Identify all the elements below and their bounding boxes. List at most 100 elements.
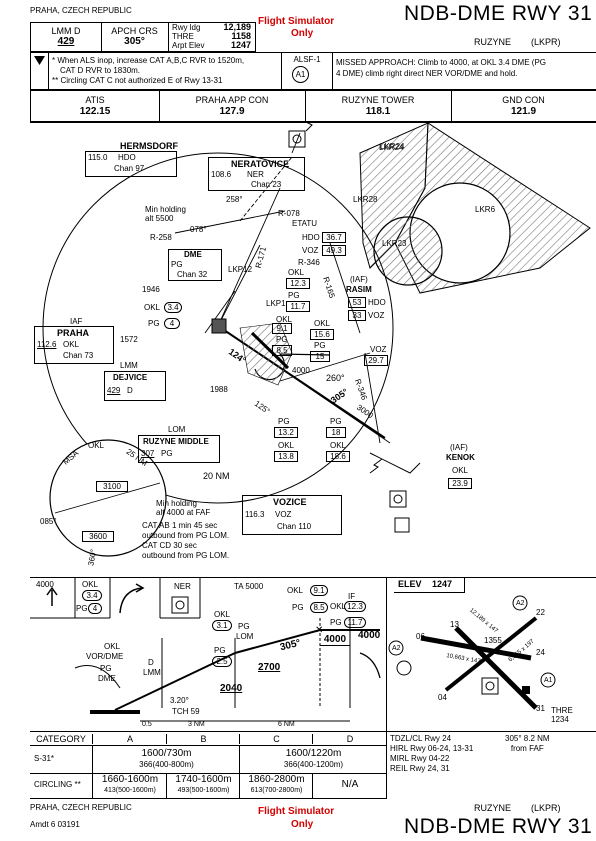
profile-okl-3-1: 3.1 [212,620,232,631]
dejvice-name: DEJVICE [113,373,148,382]
minimums-circling-row: CIRCLING ** 1660-1600m 413(500-1600m) 17… [30,773,386,798]
restricted-lkr6-label: LKR6 [475,205,496,214]
okl-label-d: OKL [314,319,331,328]
runway-24-label: 24 [536,648,545,657]
lighting-note-2: HIRL Rwy 06-24, 13-31 [390,744,474,753]
profile-pg-4: 4 [88,603,102,614]
circling-label: CIRCLING ** [34,780,81,789]
pg-18: 18 [326,427,346,438]
circling-b-main: 1740-1600m [175,774,232,785]
circling-c-sub: 613(700-2800m) [250,787,303,794]
circling-d-cell: N/A [312,773,387,798]
min-holding-1: Min holding alt 5500 [145,205,186,223]
vozice-id: VOZ [275,510,292,519]
frequency-strip: ATIS 122.15 PRAHA APP CON 127.9 RUZYNE T… [30,90,596,122]
notes-text: * When ALS inop, increase CAT A,B,C RVR … [52,56,302,86]
neratovice-chan: Chan 23 [251,180,282,189]
alsf-label: ALSF-1 [293,55,321,64]
vozice-chan: Chan 110 [277,522,312,531]
profile-ner-label: NER [174,582,191,591]
alsf-cell: ALSF-1 A1 [281,53,333,89]
radial-258: R-258 [150,233,172,242]
holding-timing-ab2: outbound from PG LOM. [142,531,230,540]
okl-3-4-plan: 3.4 [164,302,182,313]
okl-label-b: OKL [144,303,161,312]
okl-18-6: 18.6 [326,451,350,462]
header-cat-d: D [312,734,387,744]
s31-cd-sub: 366(400-1200m) [283,760,344,769]
apch-crs-value: 305° [124,36,145,47]
note-line-1: * When ALS inop, increase CAT A,B,C RVR … [52,56,245,65]
rasim-voz-dist: 33 [348,310,366,321]
runway-13-label: 13 [450,620,459,629]
lighting-note-1: TDZL/CL Rwy 24 [390,734,452,743]
runway-06-label: 06 [416,632,425,641]
header-cat-b: B [166,734,240,744]
pg-8-5-plan: 8.5 [272,345,292,356]
freq-atis-value: 122.15 [79,106,111,117]
neratovice-id: NER [247,170,264,179]
min-holding-2-line2: alt 4000 at FAF [156,508,211,517]
dejvice-freq: 429 [107,386,121,395]
s31-ab-cell: 1600/730m 366(400-800m) [92,745,240,773]
airport-elev-1355: 1355 [484,636,502,645]
msa-sector-3600: 3600 [82,531,114,542]
approach-light-a2-left: A2 [392,645,401,652]
header-location: PRAHA, CZECH REPUBLIC [30,6,132,15]
etatu-voz-dist: 49.3 [322,245,346,256]
plan-view-map: LKR24 [42,123,591,557]
neratovice-name: NERATOVICE [231,159,290,169]
iaf-kenok-label: (IAF) [450,443,468,452]
rasim-hdo-dist: 53 [348,297,366,308]
lmm-freq-value: 429 [57,36,75,47]
profile-dme-label: DME [98,674,116,683]
notes-strip: * When ALS inop, increase CAT A,B,C RVR … [30,52,596,90]
profile-okl-vor-label: OKL [104,642,121,651]
rasim-hdo-label: HDO [368,298,386,307]
circling-a-main: 1660-1600m [101,774,159,785]
lighting-note-4: REIL Rwy 24, 31 [390,764,450,773]
navaid-symbols [288,130,410,533]
min-holding-1-line1: Min holding [145,205,186,214]
okl-12-3-a: 12.3 [286,278,310,289]
sim-notice-line1: Flight Simulator [258,16,335,27]
lighting-notes: TDZL/CL Rwy 24 HIRL Rwy 06-24, 13-31 MIR… [390,734,473,774]
s31-cd-main: 1600/1220m [285,748,342,759]
okl-15-6: 15.6 [310,329,334,340]
freq-gnd-label: GND CON [502,95,545,105]
profile-alt-4000-fix: 4000 [358,630,381,641]
rwy-ldg-label: Rwy ldg [172,23,201,32]
restricted-areas: LKR24 [359,123,591,294]
approach-light-a1: A1 [544,677,553,684]
profile-alt-4000-if: 4000 [320,634,350,646]
freq-app: PRAHA APP CON 127.9 [159,91,306,121]
profile-pg-lom-label: PG [238,622,250,631]
s31-ab-sub: 366(400-800m) [139,760,194,769]
profile-view: ✕ 4000 OKL 3.4 PG 4 NER TA 5000 OKL 9.1 … [30,578,387,732]
heading-258: 258° [226,195,243,204]
vozice-box: VOZICE 116.3 VOZ Chan 110 [242,495,342,535]
profile-dist-3nm: 3 NM [188,721,205,728]
hermsdorf-chan: Chan 97 [114,164,145,173]
thre-value: 1158 [231,31,251,41]
svg-text:✕: ✕ [315,625,323,636]
praha-chan: Chan 73 [63,351,94,360]
profile-pg-8-5: 8.5 [310,602,328,613]
circling-b-sub: 493(500-1600m) [177,787,230,794]
vozice-freq: 116.3 [245,510,265,519]
etatu-hdo-dist: 36.7 [322,232,346,243]
profile-lmm-label: LMM [143,668,161,677]
pg-label-f: PG [330,417,342,426]
runway-22-label: 22 [536,608,545,617]
kenok-okl-label: OKL [452,466,469,475]
dme-box-title: DME [184,250,202,259]
header-cat-c: C [239,734,313,744]
profile-if-label: IF [348,592,356,601]
iaf-praha-label: IAF [70,317,83,326]
elevation-1946: 1946 [142,285,160,294]
praha-freq: 112.6 [37,340,57,349]
profile-okl-label-c: OKL [330,602,347,611]
vozice-name: VOZICE [273,497,307,507]
airport-elev-label: ELEV [398,579,422,589]
footer-airport-code: (LKPR) [531,803,561,813]
